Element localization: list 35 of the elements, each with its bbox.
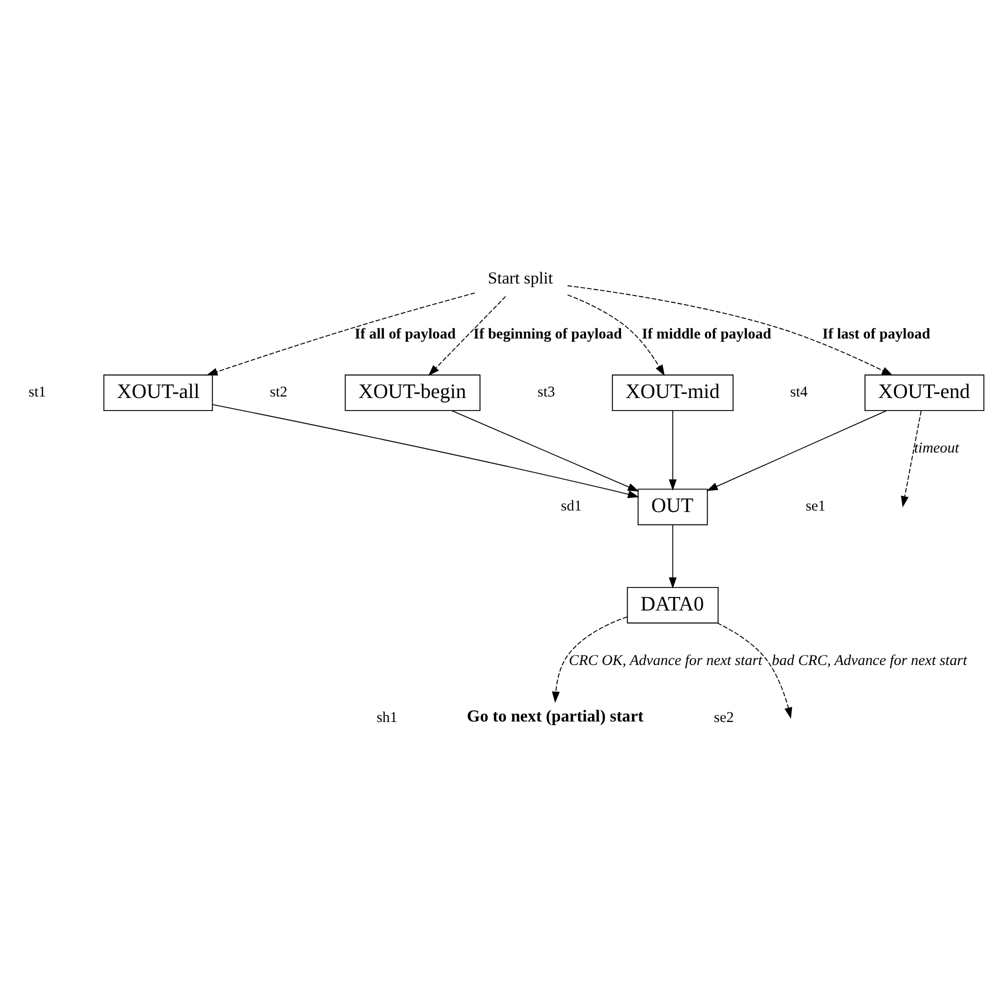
arrow: [567, 294, 665, 376]
arrow: [567, 284, 894, 376]
arrow: [706, 410, 887, 490]
edge-label: If middle of payload: [642, 326, 772, 342]
arrow: [900, 410, 922, 507]
node-box: XOUT-begin: [344, 374, 480, 411]
arrow: [451, 410, 640, 491]
edge-label: If last of payload: [822, 326, 930, 342]
edge-label: If all of payload: [354, 326, 456, 342]
node-box: OUT: [638, 488, 708, 525]
arrow: [206, 292, 476, 376]
edge-label: CRC OK, Advance for next start: [568, 652, 762, 668]
edge-label: timeout: [914, 440, 960, 456]
arrow: [552, 616, 628, 702]
label: se1: [806, 498, 826, 514]
label: sh1: [376, 709, 398, 726]
arrow: [428, 296, 506, 376]
edge-label: If beginning of payload: [473, 326, 622, 342]
arrow: [212, 404, 640, 498]
label: st2: [270, 384, 288, 400]
node-text: Start split: [488, 268, 553, 288]
arrow: [668, 524, 677, 588]
label: st4: [790, 384, 808, 400]
arrow: [668, 410, 677, 490]
node-box: XOUT-end: [864, 374, 984, 411]
node-box: XOUT-mid: [612, 374, 734, 411]
node-box: XOUT-all: [103, 374, 213, 411]
edge-label: bad CRC, Advance for next start: [772, 652, 968, 668]
arrow: [716, 622, 792, 718]
node-text: Go to next (partial) start: [466, 706, 644, 726]
node-box: DATA0: [626, 586, 719, 623]
label: st3: [538, 384, 555, 400]
label: st1: [28, 384, 46, 400]
label: sd1: [560, 498, 582, 514]
label: se2: [714, 709, 734, 726]
